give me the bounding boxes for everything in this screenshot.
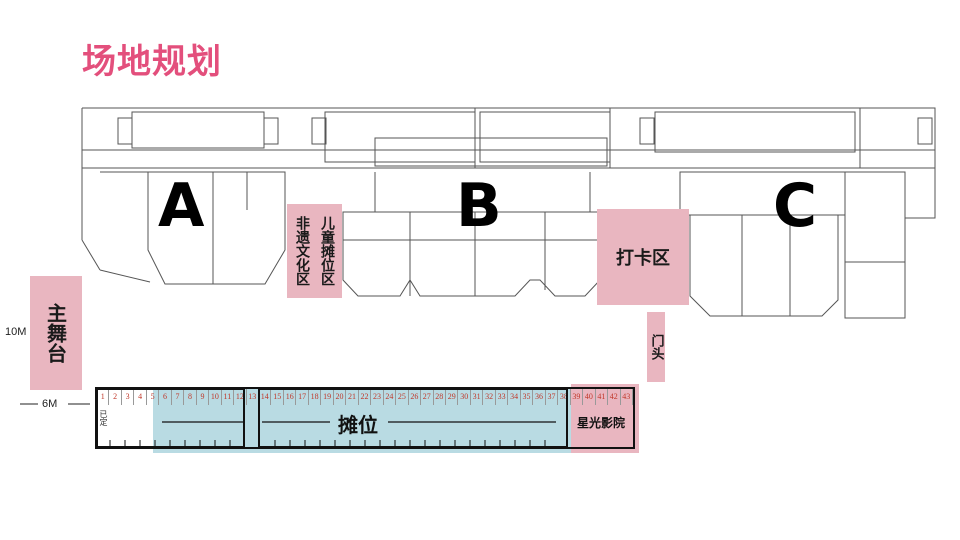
stall-number-cell: 8 <box>184 389 197 405</box>
stall-number-cell: 30 <box>458 389 471 405</box>
stall-number-cell: 9 <box>197 389 210 405</box>
stall-number-cell: 35 <box>521 389 534 405</box>
stall-number-cell: 5 <box>147 389 160 405</box>
stall-number-cell: 37 <box>546 389 559 405</box>
stall-number-cell: 18 <box>309 389 322 405</box>
stall-number-cell: 24 <box>384 389 397 405</box>
stall-number-cell: 39 <box>571 389 584 405</box>
stall-number-cell: 2 <box>109 389 122 405</box>
stall-number-cell: 6 <box>159 389 172 405</box>
stall-number-cell: 16 <box>284 389 297 405</box>
stall-number-cell: 7 <box>172 389 185 405</box>
gate-zone-label: 门头 <box>648 334 664 360</box>
stall-number-cell: 20 <box>334 389 347 405</box>
stall-number-cell: 15 <box>272 389 284 405</box>
stall-number-cell: 14 <box>259 389 272 405</box>
stall-number-cell: 33 <box>496 389 509 405</box>
stall-number-cell: 3 <box>122 389 135 405</box>
stall-number-cell: 4 <box>134 389 147 405</box>
section-b-label: B <box>456 171 502 241</box>
stall-number-cell: 11 <box>222 389 235 405</box>
stall-area <box>153 387 571 453</box>
stall-number-cell: 10 <box>209 389 222 405</box>
stall-number-cell: 23 <box>371 389 384 405</box>
stall-number-cell: 43 <box>621 389 633 405</box>
stall-number-cell: 29 <box>446 389 459 405</box>
stall-number-cell: 22 <box>359 389 372 405</box>
stall-number-cell: 12 <box>234 389 247 405</box>
stall-number-cell: 42 <box>608 389 621 405</box>
page-title: 场地规划 <box>82 42 222 82</box>
gate-zone: 门头 <box>647 312 665 382</box>
stall-number-cell: 34 <box>508 389 521 405</box>
stall-number-cell: 19 <box>321 389 334 405</box>
stall-area-label: 摊位 <box>338 413 378 437</box>
stall-number-cell: 36 <box>533 389 546 405</box>
height-dimension: 10M <box>5 326 27 338</box>
kids-stall-zone-label: 儿童摊位区 <box>319 216 335 286</box>
main-stage-zone: 主舞台 <box>30 276 82 390</box>
heritage-zone-label: 非遗文化区 <box>294 216 310 286</box>
stall-note: 已定 <box>99 410 108 426</box>
stall-number-cell: 21 <box>346 389 359 405</box>
checkin-zone: 打卡区 <box>597 209 689 305</box>
stall-number-cell: 26 <box>409 389 422 405</box>
stall-number-cell: 27 <box>421 389 434 405</box>
kids-stall-zone: 儿童摊位区 <box>312 204 342 298</box>
stall-number-cell: 1 <box>97 389 110 405</box>
stall-number-cell: 40 <box>583 389 596 405</box>
stall-number-cell: 17 <box>296 389 309 405</box>
width-dimension: 6M <box>42 398 58 410</box>
stall-number-cell: 31 <box>471 389 484 405</box>
cinema-label: 星光影院 <box>577 416 626 430</box>
stall-number-cell: 38 <box>558 389 571 405</box>
stall-number-cell: 28 <box>434 389 446 405</box>
stall-number-cell: 41 <box>596 389 609 405</box>
stall-number-cell: 32 <box>483 389 496 405</box>
main-stage-label: 主舞台 <box>43 303 68 363</box>
stall-number-cell: 25 <box>396 389 409 405</box>
checkin-zone-label: 打卡区 <box>616 248 670 269</box>
section-a-label: A <box>158 171 205 241</box>
section-c-label: C <box>773 171 818 241</box>
